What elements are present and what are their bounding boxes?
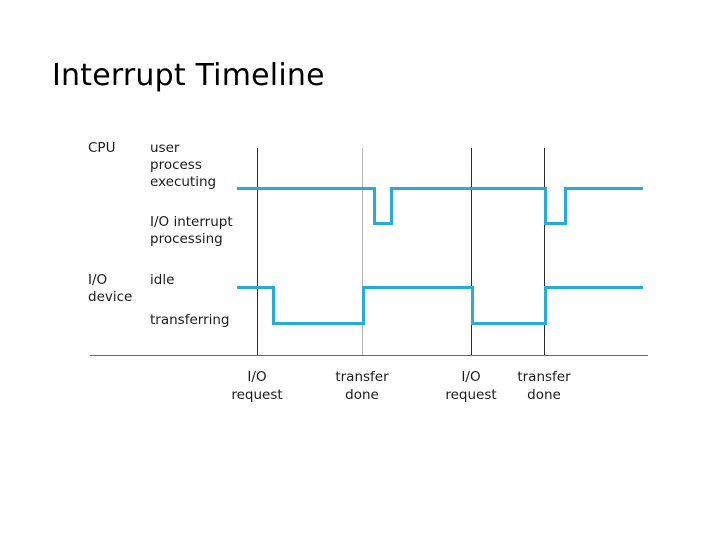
- page-title: Interrupt Timeline: [52, 58, 325, 93]
- gridline-io-request-1: [257, 148, 258, 356]
- cpu-segment-executing-1: [237, 187, 376, 191]
- cpu-edge-down-2: [544, 187, 548, 225]
- gridline-transfer-done-2: [544, 148, 545, 356]
- state-label-io-interrupt-processing: I/O interrupt processing: [150, 214, 233, 247]
- row-label-io-device: I/O device: [88, 272, 133, 305]
- gridline-transfer-done-1: [362, 148, 363, 356]
- cpu-segment-executing-3: [564, 187, 643, 191]
- cpu-edge-down-1: [373, 187, 377, 225]
- gridline-io-request-2: [471, 148, 472, 356]
- state-label-transferring: transferring: [150, 312, 230, 328]
- cpu-segment-executing-2: [390, 187, 547, 191]
- tick-label-transfer-done-1: transfer done: [335, 369, 389, 403]
- io-segment-transferring-1: [272, 322, 365, 326]
- state-label-user-process-executing: user process executing: [150, 140, 217, 190]
- io-segment-idle-1: [237, 286, 275, 290]
- io-edge-up-1: [362, 286, 366, 325]
- state-label-idle: idle: [150, 272, 175, 288]
- row-label-cpu: CPU: [88, 140, 116, 156]
- timeline-axis: [90, 355, 648, 356]
- tick-label-io-request-1: I/O request: [231, 369, 283, 403]
- tick-label-transfer-done-2: transfer done: [517, 369, 571, 403]
- io-segment-idle-2: [362, 286, 474, 290]
- interrupt-timeline-figure: CPU I/O device user process executing I/…: [86, 126, 648, 411]
- cpu-edge-up-1: [390, 187, 394, 225]
- io-edge-down-2: [471, 286, 475, 325]
- cpu-edge-up-2: [564, 187, 568, 225]
- io-segment-idle-3: [544, 286, 643, 290]
- tick-label-io-request-2: I/O request: [445, 369, 497, 403]
- io-edge-down-1: [272, 286, 276, 325]
- cpu-segment-interrupt-2: [544, 222, 567, 226]
- cpu-segment-interrupt-1: [373, 222, 393, 226]
- io-edge-up-2: [544, 286, 548, 325]
- io-segment-transferring-2: [471, 322, 547, 326]
